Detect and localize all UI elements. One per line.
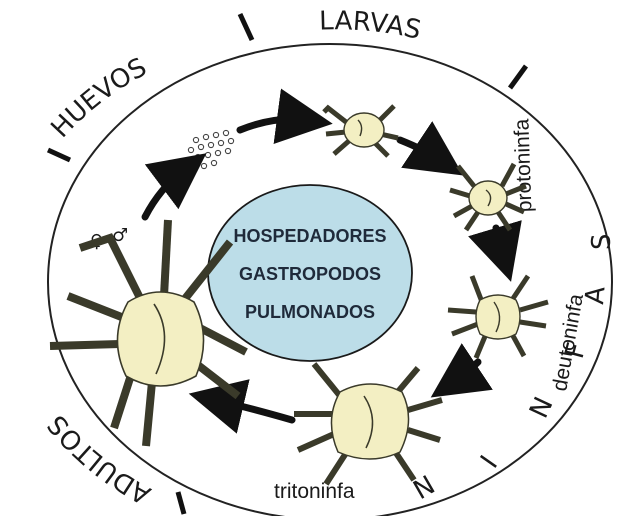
tritonymph-mite bbox=[294, 364, 442, 484]
label-adultos: ADULTOS bbox=[42, 409, 156, 510]
label-larvas: LARVAS bbox=[319, 6, 424, 46]
label-deutoninfa: deutoninfa bbox=[548, 292, 588, 393]
arrow-eggs-to-larva bbox=[240, 119, 305, 130]
arrow-adult-to-eggs bbox=[145, 170, 184, 217]
arrow-tritonymph-to-adult bbox=[216, 400, 292, 420]
center-line-2: GASTROPODOS bbox=[239, 264, 381, 284]
label-tritoninfa: tritoninfa bbox=[274, 480, 355, 503]
label-huevos: HUEVOS bbox=[46, 52, 152, 143]
eggs-cluster bbox=[185, 130, 233, 170]
arrow-deutonymph-to-tritonymph bbox=[454, 362, 478, 382]
svg-text:N: N bbox=[524, 393, 559, 423]
svg-text:I: I bbox=[475, 451, 504, 474]
larva-mite bbox=[324, 106, 398, 156]
center-line-1: HOSPEDADORES bbox=[233, 226, 386, 246]
center-line-3: PULMONADOS bbox=[245, 302, 375, 322]
svg-text:S: S bbox=[587, 233, 617, 250]
divider-tick bbox=[178, 492, 184, 514]
deutonymph-mite bbox=[448, 276, 548, 358]
arrow-protonymph-to-deutonymph bbox=[496, 228, 503, 255]
label-ninfas: N I N F A S bbox=[409, 233, 618, 506]
adult-mite bbox=[50, 220, 246, 446]
divider-tick bbox=[510, 66, 526, 88]
arrow-larva-to-protonymph bbox=[400, 140, 440, 160]
divider-tick bbox=[240, 14, 252, 40]
divider-tick bbox=[48, 150, 70, 160]
